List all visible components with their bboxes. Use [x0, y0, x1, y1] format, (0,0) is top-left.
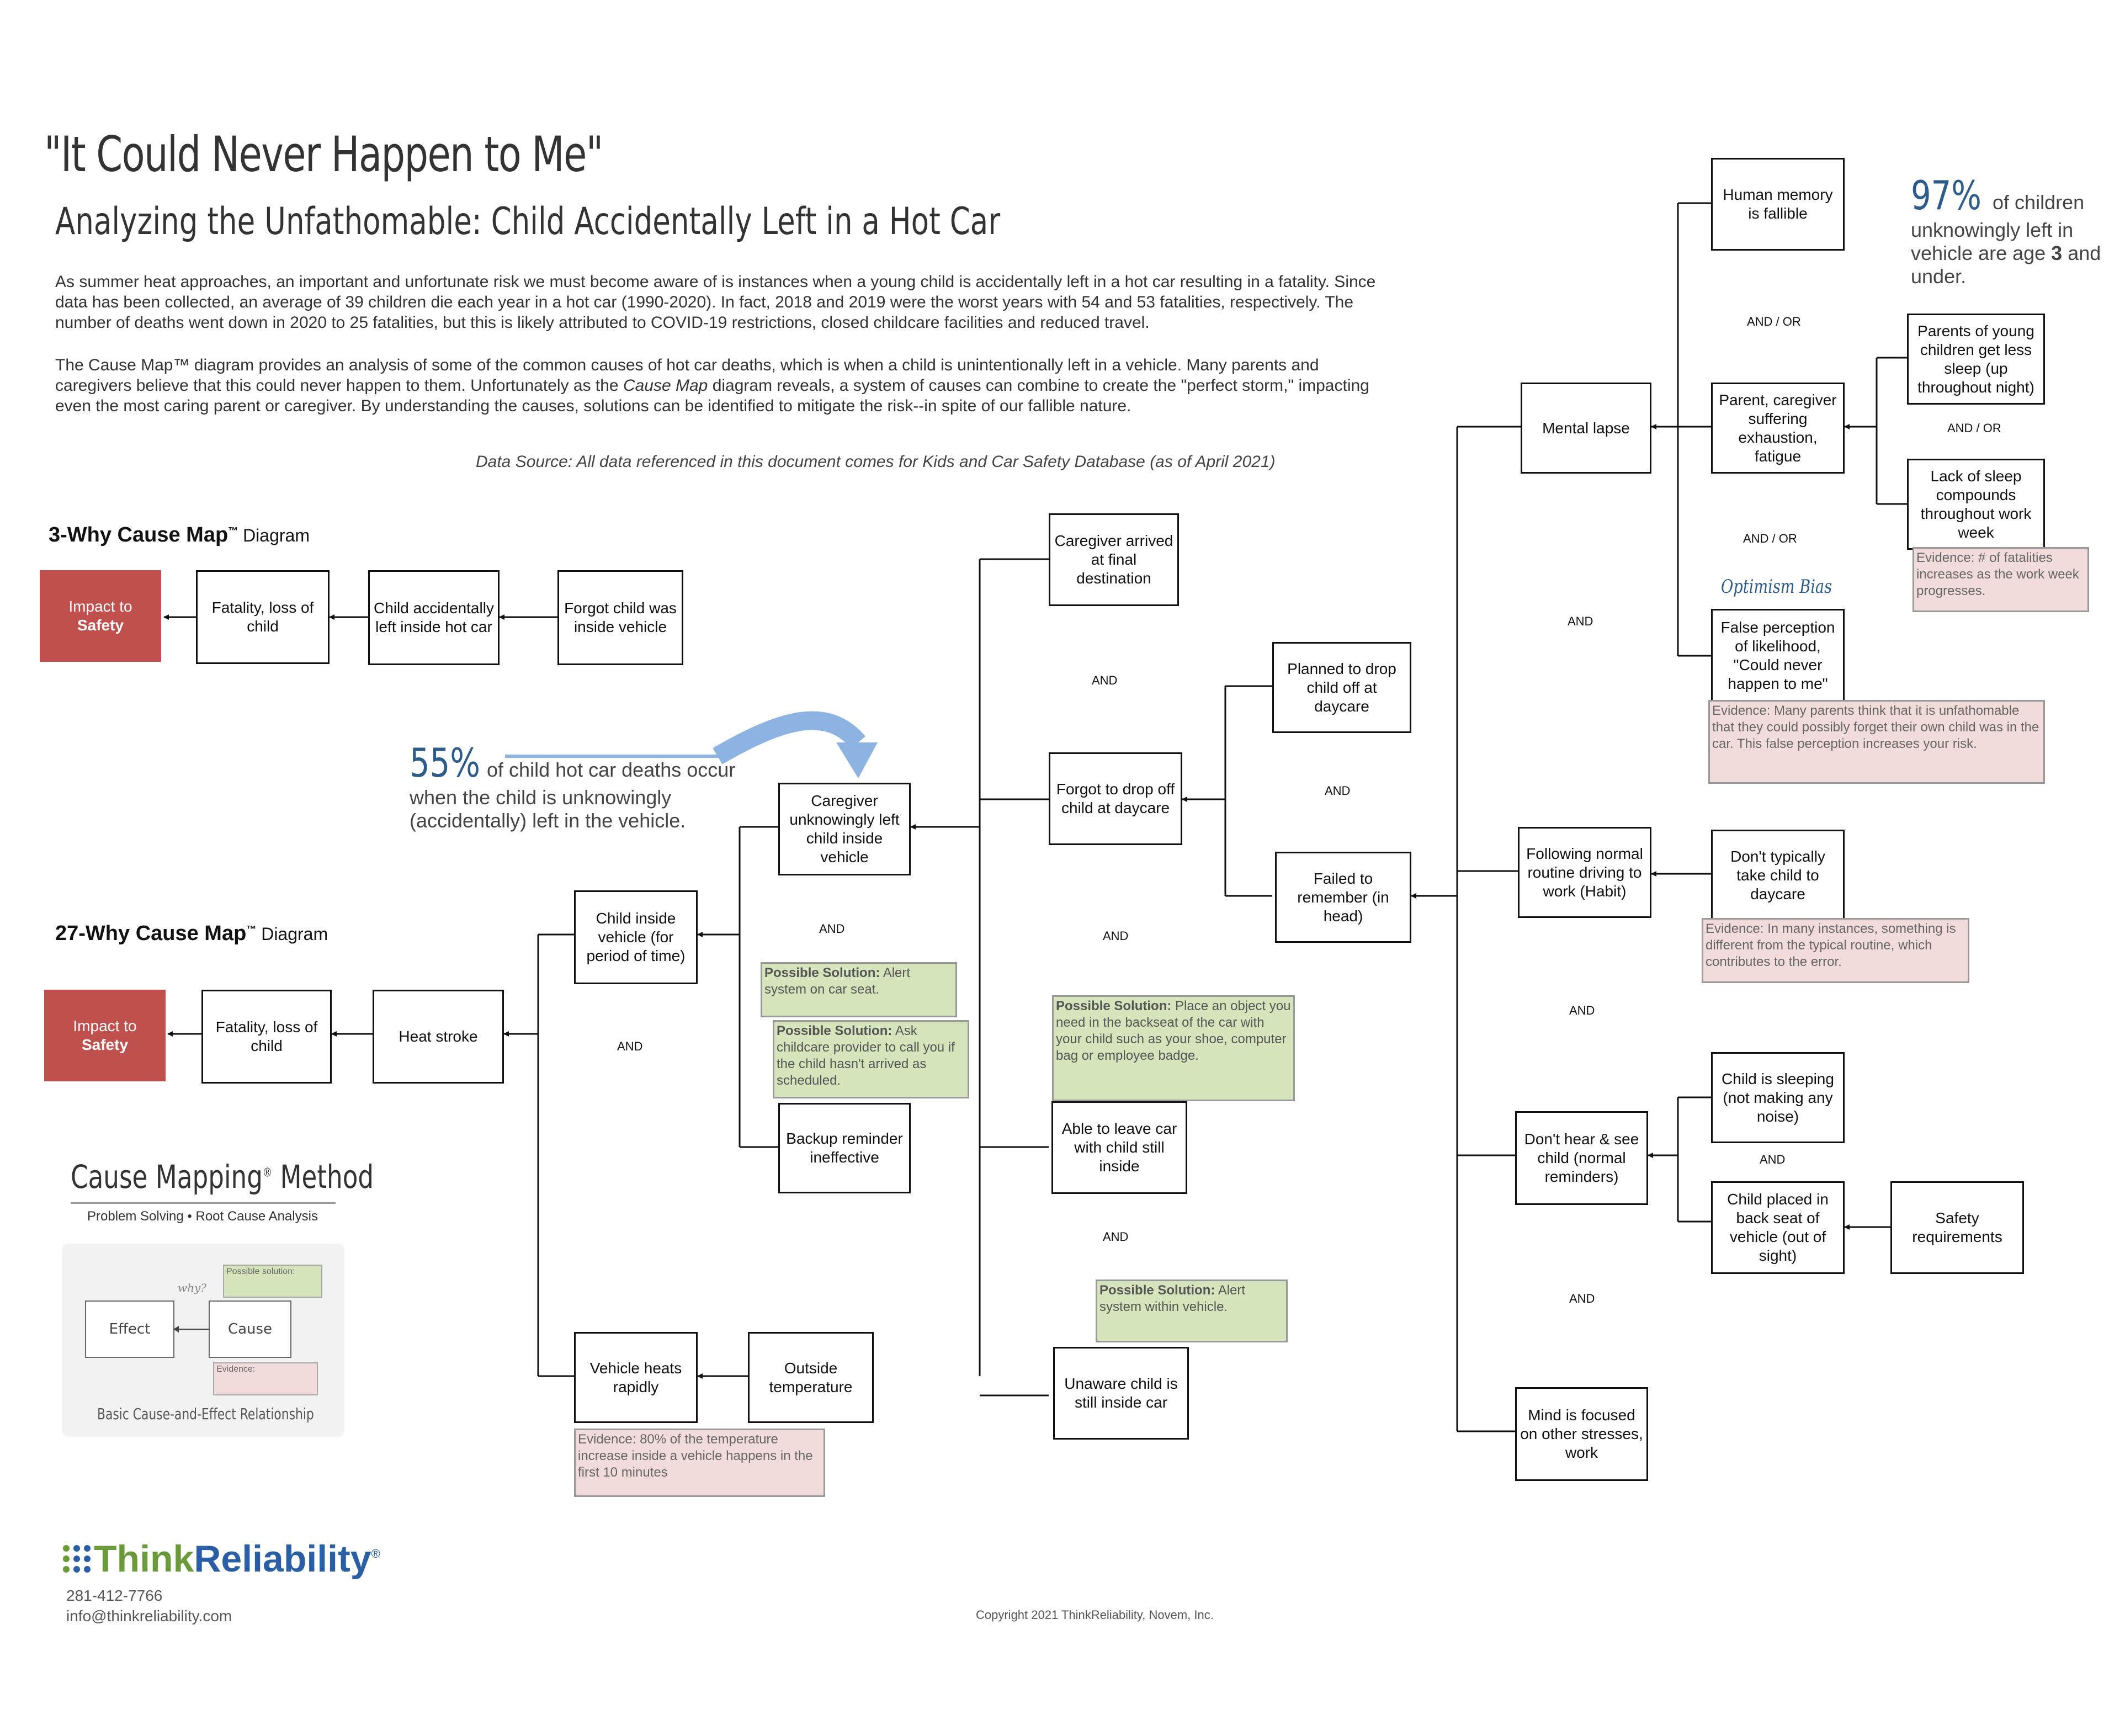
- child-sleeping-box: Child is sleeping (not making any noise): [1711, 1052, 1845, 1143]
- and-connector: AND: [617, 1039, 643, 1053]
- solution-alert-vehicle: Possible Solution: Alert system within v…: [1096, 1280, 1288, 1342]
- lack-sleep-box: Lack of sleep compounds throughout work …: [1907, 459, 2045, 550]
- method-solution-box: Possible solution:: [223, 1265, 322, 1298]
- forgot-child-box: Forgot child was inside vehicle: [557, 570, 683, 665]
- failed-remember-box: Failed to remember (in head): [1275, 852, 1411, 943]
- backup-reminder-box: Backup reminder ineffective: [778, 1103, 911, 1193]
- and-or-connector: AND / OR: [1947, 421, 2001, 435]
- method-why-label: why?: [178, 1281, 207, 1294]
- planned-drop-box: Planned to drop child off at daycare: [1272, 642, 1411, 733]
- and-connector: AND: [819, 922, 845, 936]
- child-inside-box: Child inside vehicle (for period of time…: [574, 890, 698, 984]
- evidence-work-week: Evidence: # of fatalities increases as t…: [1912, 547, 2089, 612]
- stat-55-value: 55%: [410, 740, 481, 786]
- and-connector: AND: [1760, 1153, 1786, 1166]
- evidence-routine: Evidence: In many instances, something i…: [1702, 918, 1969, 983]
- intro-paragraph-2: The Cause Map™ diagram provides an analy…: [55, 356, 1369, 415]
- evidence-temperature: Evidence: 80% of the temperature increas…: [574, 1429, 825, 1497]
- method-caption: Basic Cause-and-Effect Relationship: [97, 1405, 314, 1423]
- solution-childcare-call: Possible Solution: Ask childcare provide…: [773, 1020, 969, 1098]
- stat-55-percent: 55% of child hot car deaths occur when t…: [410, 740, 736, 832]
- parent-exhaustion-box: Parent, caregiver suffering exhaustion, …: [1711, 383, 1845, 474]
- footer-phone: 281-412-7766: [66, 1587, 163, 1604]
- and-connector: AND: [1568, 614, 1593, 628]
- three-why-heading: 3-Why Cause Map™ Diagram: [49, 523, 310, 546]
- child-left-box: Child accidentally left inside hot car: [368, 570, 500, 665]
- and-connector: AND: [1569, 1292, 1595, 1305]
- method-tagline: Problem Solving • Root Cause Analysis: [87, 1209, 318, 1224]
- footer-email[interactable]: info@thinkreliability.com: [66, 1607, 232, 1624]
- intro-paragraph-1: As summer heat approaches, an important …: [55, 273, 1376, 332]
- following-routine-box: Following normal routine driving to work…: [1518, 827, 1651, 918]
- mind-focused-box: Mind is focused on other stresses, work: [1515, 1387, 1648, 1481]
- footer-copyright: Copyright 2021 ThinkReliability, Novem, …: [976, 1608, 1214, 1622]
- fatality-box: Fatality, loss of child: [196, 570, 330, 664]
- and-or-connector: AND / OR: [1747, 315, 1801, 328]
- and-connector: AND: [1103, 929, 1129, 943]
- caregiver-arrived-box: Caregiver arrived at final destination: [1049, 513, 1179, 606]
- method-cause-box: Cause: [209, 1300, 291, 1358]
- solution-object-backseat: Possible Solution: Place an object you n…: [1052, 995, 1295, 1101]
- optimism-bias-label: Optimism Bias: [1721, 576, 1832, 598]
- heat-stroke-box: Heat stroke: [373, 990, 504, 1084]
- method-card-title: Cause Mapping® Method: [71, 1158, 374, 1196]
- dont-take-daycare-box: Don't typically take child to daycare: [1711, 830, 1845, 921]
- solution-alert-car-seat: Possible Solution: Alert system on car s…: [761, 962, 957, 1017]
- page-subtitle: Analyzing the Unfathomable: Child Accide…: [55, 200, 1001, 243]
- parents-less-sleep-box: Parents of young children get less sleep…: [1907, 314, 2045, 405]
- data-source-note: Data Source: All data referenced in this…: [476, 453, 1276, 471]
- stat-97-percent: 97% of children unknowingly left in vehi…: [1911, 172, 2101, 288]
- method-diagram-card: Possible solution: why? Effect Cause Evi…: [62, 1244, 344, 1437]
- outside-temperature-box: Outside temperature: [748, 1332, 874, 1423]
- memory-fallible-box: Human memory is fallible: [1711, 158, 1845, 251]
- mental-lapse-box: Mental lapse: [1521, 383, 1651, 474]
- and-connector: AND: [1103, 1230, 1129, 1244]
- twentyseven-why-heading: 27-Why Cause Map™ Diagram: [55, 922, 328, 945]
- method-effect-box: Effect: [85, 1300, 174, 1358]
- safety-requirements-box: Safety requirements: [1890, 1181, 2024, 1274]
- unaware-child-box: Unaware child is still inside car: [1053, 1347, 1189, 1440]
- evidence-false-perception: Evidence: Many parents think that it is …: [1708, 700, 2045, 784]
- method-divider: [71, 1202, 336, 1204]
- and-connector: AND: [1325, 784, 1351, 798]
- logo-dots-icon: [63, 1545, 91, 1573]
- thinkreliability-logo: ThinkReliability®: [62, 1537, 380, 1580]
- intro-text: As summer heat approaches, an important …: [55, 272, 1391, 438]
- false-perception-box: False perception of likelihood, "Could n…: [1711, 609, 1845, 703]
- page-title: "It Could Never Happen to Me": [44, 126, 603, 183]
- curved-arrow-icon: [713, 711, 865, 765]
- able-leave-car-box: Able to leave car with child still insid…: [1051, 1101, 1187, 1194]
- and-connector: AND: [1569, 1004, 1595, 1017]
- forgot-drop-off-box: Forgot to drop off child at daycare: [1049, 752, 1182, 845]
- method-evidence-box: Evidence:: [213, 1362, 318, 1395]
- vehicle-heats-box: Vehicle heats rapidly: [574, 1332, 698, 1423]
- and-or-connector: AND / OR: [1743, 532, 1797, 545]
- stat-97-value: 97%: [1911, 172, 1982, 219]
- fatality-box-27: Fatality, loss of child: [201, 990, 332, 1084]
- and-connector: AND: [1092, 673, 1118, 687]
- child-back-seat-box: Child placed in back seat of vehicle (ou…: [1711, 1181, 1845, 1274]
- dont-hear-see-box: Don't hear & see child (normal reminders…: [1515, 1111, 1648, 1205]
- method-arrow-icon: [173, 1326, 210, 1332]
- caregiver-left-box: Caregiver unknowingly left child inside …: [778, 783, 911, 875]
